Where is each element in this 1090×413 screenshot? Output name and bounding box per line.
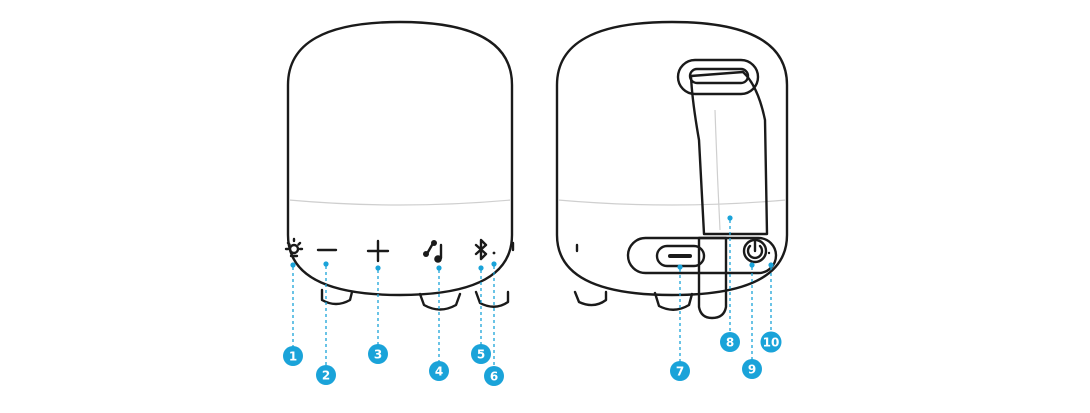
speaker-back-view: 7 8 9 10	[555, 20, 789, 381]
carrying-strap	[676, 58, 769, 236]
bluetooth-icon	[474, 238, 488, 261]
callout-6-label: 6	[490, 370, 498, 384]
light-icon	[284, 237, 304, 258]
callout-1: 1	[283, 262, 303, 366]
callout-10: 10	[760, 262, 782, 353]
partyplay-icon	[423, 240, 443, 263]
callout-7-label: 7	[676, 365, 684, 379]
callout-6: 6	[484, 261, 504, 386]
power-button[interactable]	[742, 238, 768, 264]
callout-7: 7	[670, 264, 690, 381]
partyplay-button[interactable]	[423, 240, 443, 263]
callout-4-label: 4	[435, 365, 443, 379]
callout-2: 2	[316, 261, 336, 385]
speaker-front-view: 1 2 3 4 5 6	[283, 20, 515, 386]
callout-3: 3	[368, 265, 388, 364]
callout-2-label: 2	[322, 369, 330, 383]
callout-8: 8	[720, 215, 740, 352]
callout-9-label: 9	[748, 363, 756, 377]
callout-10-label: 10	[763, 336, 780, 350]
volume-up-button[interactable]	[366, 239, 390, 263]
callout-1-label: 1	[289, 350, 297, 364]
callout-5: 5	[471, 265, 491, 364]
bluetooth-indicator-led	[492, 251, 496, 255]
callout-5-label: 5	[477, 348, 485, 362]
callout-4: 4	[429, 265, 449, 381]
volume-up-icon	[366, 239, 390, 263]
callout-9: 9	[742, 262, 762, 379]
power-icon	[746, 240, 764, 260]
callout-3-label: 3	[374, 348, 382, 362]
bluetooth-button[interactable]	[474, 238, 488, 261]
callout-8-label: 8	[726, 336, 734, 350]
light-button[interactable]	[284, 237, 304, 258]
power-indicator-led	[767, 251, 771, 255]
usb-c-port[interactable]	[655, 244, 706, 268]
